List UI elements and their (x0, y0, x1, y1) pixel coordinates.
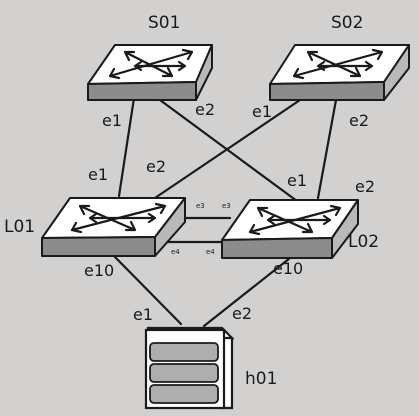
switch-arrows-icon (70, 202, 167, 234)
switch-front-face (41, 236, 156, 257)
host-drive-slot (149, 363, 219, 383)
port-label-s01-e1: e1 (102, 111, 122, 130)
port-label-s02-e1: e1 (252, 102, 272, 121)
switch-arrows-icon (248, 204, 342, 236)
switch-front-face (269, 81, 385, 101)
node-label-l02: L02 (348, 232, 379, 252)
node-label-s02: S02 (331, 13, 363, 33)
port-label-l01-e10: e10 (84, 261, 114, 280)
host-drive-slot (149, 342, 219, 362)
switch-arrows-icon (108, 48, 194, 80)
host-h01 (144, 326, 235, 410)
node-label-h01: h01 (245, 369, 277, 389)
port-label-l01-e3: e3 (196, 202, 205, 210)
switch-l01 (41, 197, 186, 257)
switch-front-face (221, 237, 333, 259)
switch-l02 (221, 199, 359, 259)
link-l01-h01 (112, 254, 183, 326)
port-label-h01-e2: e2 (232, 304, 252, 323)
port-label-s01-e2: e2 (195, 100, 215, 119)
host-drive-slot (149, 384, 219, 404)
switch-s01 (87, 44, 213, 101)
links (112, 96, 338, 328)
port-label-s02-e2: e2 (349, 111, 369, 130)
port-label-h01-e1: e1 (133, 305, 153, 324)
port-label-l02-e10: e10 (273, 259, 303, 278)
link-s01-l02 (158, 98, 303, 206)
link-s01-l01 (117, 96, 136, 198)
switch-front-face (87, 81, 197, 101)
link-s02-l02 (316, 98, 338, 200)
port-label-l02-e2: e2 (355, 177, 375, 196)
port-label-l01-e2: e2 (146, 157, 166, 176)
node-label-s01: S01 (148, 13, 180, 33)
link-l02-h01 (202, 256, 292, 328)
node-label-l01: L01 (4, 217, 35, 237)
switch-arrows-icon (292, 48, 384, 80)
port-label-l02-e1: e1 (287, 171, 307, 190)
link-s02-l01 (150, 98, 302, 202)
switch-s02 (269, 44, 410, 101)
port-label-l01-e1: e1 (88, 165, 108, 184)
port-label-l02-e3: e3 (222, 202, 231, 210)
port-label-l02-e4: e4 (206, 248, 215, 256)
port-label-l01-e4: e4 (171, 248, 180, 256)
